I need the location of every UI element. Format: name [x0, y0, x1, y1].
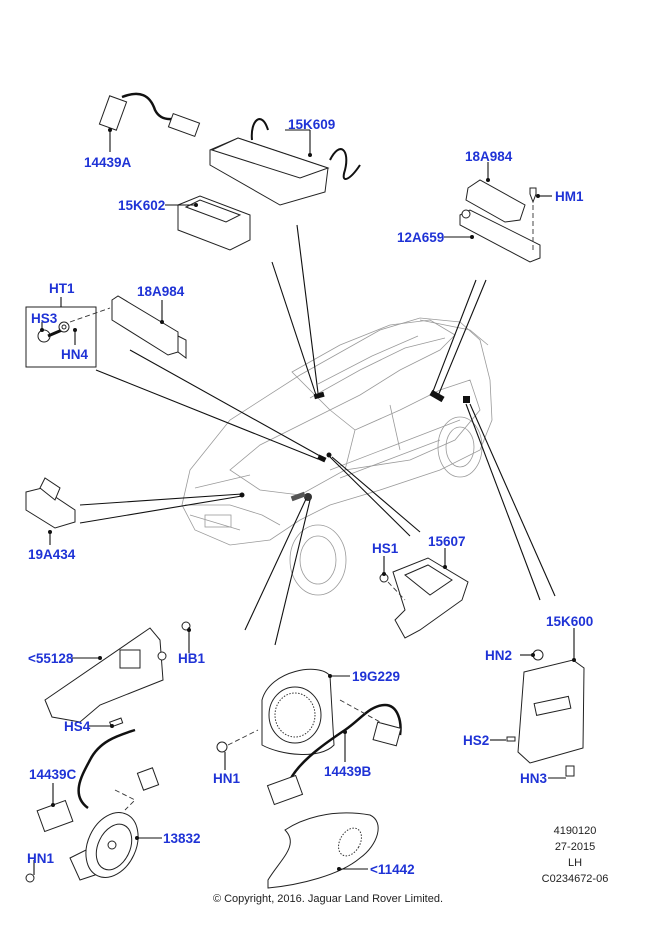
callout-HS3[interactable]: HS3: [31, 311, 58, 326]
callout-HN3[interactable]: HN3: [520, 771, 548, 786]
illustration-code: C0234672-06: [541, 873, 609, 885]
copyright-notice: © Copyright, 2016. Jaguar Land Rover Lim…: [212, 893, 444, 905]
part-18A984-left: [111, 295, 187, 359]
illustration-number: 4190120: [553, 825, 597, 837]
callout-HS1[interactable]: HS1: [372, 541, 399, 556]
part-15K602: [165, 195, 251, 251]
callout-HN2[interactable]: HN2: [485, 648, 513, 663]
part-15K600: [490, 628, 585, 779]
callout-18A984-left[interactable]: 18A984: [137, 284, 185, 299]
part-11442: [267, 812, 379, 889]
part-HT1-kit: [25, 297, 111, 368]
part-13832: [25, 789, 162, 883]
callout-14439A[interactable]: 14439A: [84, 155, 132, 170]
callout-19G229[interactable]: 19G229: [352, 669, 401, 684]
callout-HT1[interactable]: HT1: [49, 281, 75, 296]
illustration-side: LH: [567, 857, 583, 869]
part-55128: [44, 621, 191, 728]
part-19G229: [216, 668, 350, 770]
part-15K609: [209, 118, 361, 206]
callout-12A659[interactable]: 12A659: [397, 230, 445, 245]
part-19A434: [25, 477, 76, 545]
callout-19A434[interactable]: 19A434: [28, 547, 76, 562]
callout-18A984-right[interactable]: 18A984: [465, 149, 513, 164]
callout-HN1-mid[interactable]: HN1: [213, 771, 241, 786]
part-14439C: [36, 728, 160, 833]
callout-HB1[interactable]: HB1: [178, 651, 206, 666]
vehicle-location-markers: [239, 389, 470, 502]
callout-15607[interactable]: 15607: [428, 534, 466, 549]
part-14439B: [266, 699, 402, 806]
callout-HS4[interactable]: HS4: [64, 719, 91, 734]
part-14439A: [98, 92, 201, 152]
callout-55128[interactable]: <55128: [28, 651, 74, 666]
leader-lines: [79, 224, 556, 646]
callout-HS2[interactable]: HS2: [463, 733, 490, 748]
callout-15K600[interactable]: 15K600: [546, 614, 594, 629]
callout-HN4[interactable]: HN4: [61, 347, 89, 362]
callout-HM1[interactable]: HM1: [555, 189, 584, 204]
vehicle-outline: [181, 317, 493, 596]
illustration-date: 27-2015: [554, 841, 596, 853]
callout-14439C[interactable]: 14439C: [29, 767, 77, 782]
callout-14439B[interactable]: 14439B: [324, 764, 372, 779]
part-18A984-right: [444, 162, 552, 263]
part-15607: [379, 548, 469, 639]
callout-HN1-left[interactable]: HN1: [27, 851, 55, 866]
callout-11442[interactable]: <11442: [370, 862, 415, 877]
callout-15K602[interactable]: 15K602: [118, 198, 166, 213]
callout-15K609[interactable]: 15K609: [288, 117, 336, 132]
callout-13832[interactable]: 13832: [163, 831, 201, 846]
